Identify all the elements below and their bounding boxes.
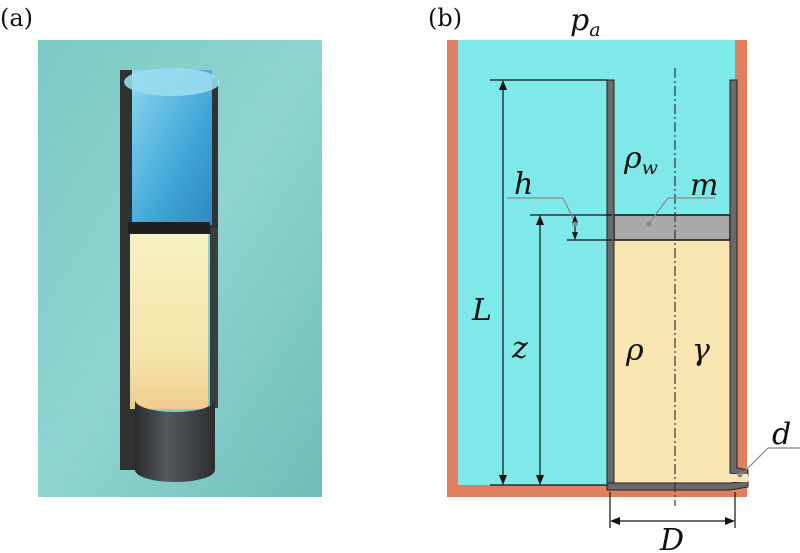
render-3d: [38, 40, 322, 497]
label-gamma: γ: [692, 333, 710, 368]
label-L: L: [471, 293, 492, 328]
arrowheads: [499, 80, 735, 525]
panel-a-label: (a): [0, 4, 33, 32]
gas-column: [130, 234, 208, 409]
schematic: pa ρw m h L z ρ γ d D: [447, 3, 800, 553]
tube-right-wall: [729, 79, 749, 477]
orifice: [730, 474, 748, 482]
label-D: D: [659, 523, 684, 553]
tube-left-wall: [606, 79, 615, 491]
label-m: m: [690, 168, 718, 203]
gas-region: [614, 240, 730, 483]
label-h: h: [514, 167, 533, 202]
piston-3d: [128, 222, 210, 234]
water-top: [124, 68, 220, 96]
label-z: z: [511, 331, 528, 366]
tube-bottom: [606, 480, 749, 491]
panel-b-label: (b): [428, 4, 462, 32]
piston: [613, 214, 731, 241]
leader-dots: [572, 221, 743, 478]
label-pa: pa: [570, 3, 601, 41]
label-d: d: [772, 417, 791, 452]
label-rho-w: ρw: [623, 141, 658, 179]
tube-front-edge: [210, 228, 218, 408]
dimensions: [490, 79, 800, 528]
label-rho: ρ: [625, 333, 644, 368]
tube-base: [135, 400, 215, 482]
